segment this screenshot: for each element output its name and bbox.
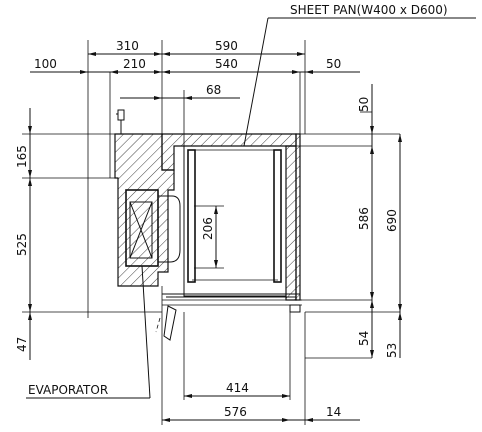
- dim-586: 586: [357, 207, 371, 230]
- label-sheet-pan: SHEET PAN(W400 x D600): [290, 3, 448, 17]
- door-gasket: [289, 304, 301, 313]
- dim-590: 590: [215, 39, 238, 53]
- dim-53: 53: [385, 343, 399, 358]
- extension-lines: [22, 40, 400, 425]
- dim-54: 54: [357, 331, 371, 346]
- dim-14: 14: [326, 405, 341, 419]
- drain-fitting: [117, 109, 125, 121]
- dim-525: 525: [15, 233, 29, 256]
- evaporator-fan: [158, 195, 181, 263]
- dim-540: 540: [215, 57, 238, 71]
- dim-165: 165: [15, 145, 29, 168]
- dim-47: 47: [15, 337, 29, 352]
- cabinet-body: [88, 109, 302, 341]
- dim-68: 68: [206, 83, 221, 97]
- door-panel: [163, 305, 177, 341]
- label-evaporator: EVAPORATOR: [28, 383, 108, 397]
- dim-100: 100: [34, 57, 57, 71]
- dim-414: 414: [226, 381, 249, 395]
- dim-206: 206: [201, 217, 215, 240]
- right-outer-wall: [295, 133, 301, 301]
- dim-50-right: 50: [357, 97, 371, 112]
- evaporator-core: [129, 201, 153, 259]
- dim-210: 210: [123, 57, 146, 71]
- dim-576: 576: [224, 405, 247, 419]
- dim-690: 690: [385, 209, 399, 232]
- dim-310: 310: [116, 39, 139, 53]
- left-rail: [187, 149, 196, 283]
- dimension-labels: SHEET PAN(W400 x D600) EVAPORATOR 310 59…: [15, 3, 448, 419]
- pan-rack: [162, 145, 301, 313]
- top-insulation-wall: [161, 133, 297, 171]
- right-insulation-wall: [285, 145, 297, 301]
- dim-50-top: 50: [326, 57, 341, 71]
- rack-frame: [183, 145, 287, 297]
- dimension-lines: [26, 17, 476, 422]
- right-rail: [273, 149, 282, 283]
